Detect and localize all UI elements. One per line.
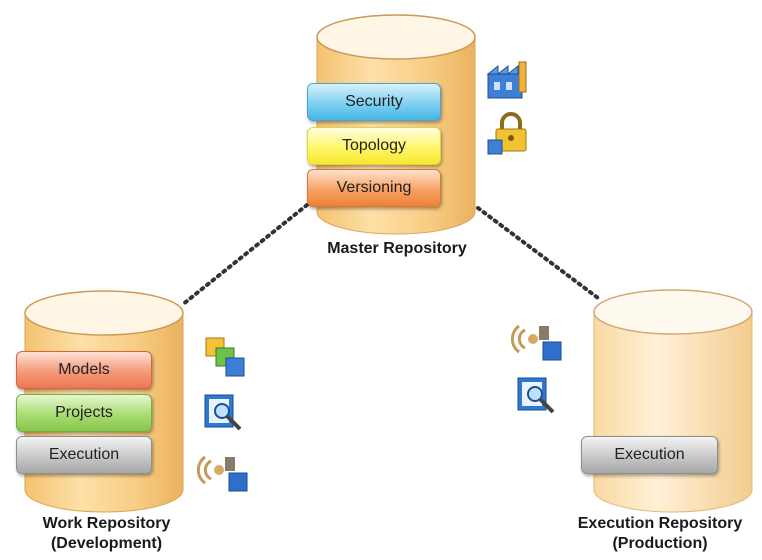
models-icon <box>205 337 245 377</box>
master-module-topology: Topology <box>307 127 441 165</box>
work-repository-title: Work Repository (Development) <box>4 514 209 554</box>
master-module-security: Security <box>307 83 441 121</box>
connector-master-work <box>180 203 309 307</box>
lock-icon <box>487 112 527 155</box>
search-document-icon <box>517 377 555 414</box>
factory-icon <box>486 61 527 99</box>
work-module-projects: Projects <box>16 394 152 432</box>
execution-repository-title: Execution Repository (Production) <box>560 514 760 554</box>
agent-icon <box>197 455 248 492</box>
agent-icon <box>511 324 562 361</box>
execution-repository-title-line2: (Production) <box>612 535 708 552</box>
master-repository-title: Master Repository <box>327 240 467 257</box>
search-document-icon <box>204 394 242 431</box>
connector-master-execution <box>476 206 600 300</box>
work-module-execution: Execution <box>16 436 152 474</box>
execution-cylinder <box>593 289 753 513</box>
work-repository-title-line2: (Development) <box>50 535 163 552</box>
master-module-versioning: Versioning <box>307 169 441 207</box>
execution-repository-title-line1: Execution Repository <box>577 515 743 532</box>
execution-module-execution: Execution <box>581 436 718 474</box>
work-repository-title-line1: Work Repository <box>42 515 171 532</box>
work-module-models: Models <box>16 351 152 389</box>
